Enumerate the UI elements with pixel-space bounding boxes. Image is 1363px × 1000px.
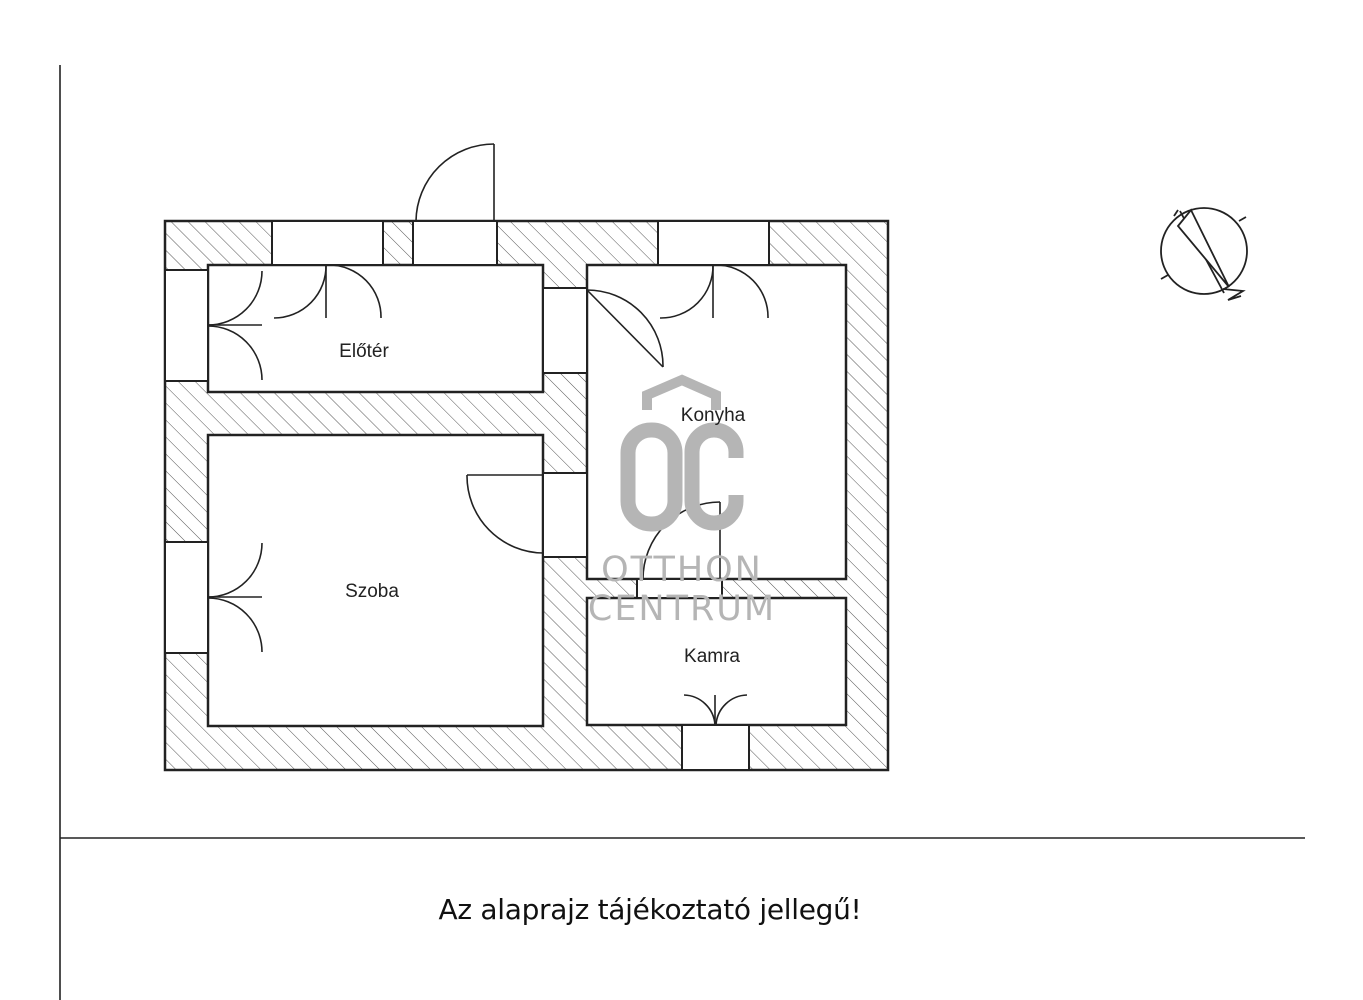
window-eloter-top: [271, 220, 384, 266]
room-label-kamra: Kamra: [684, 646, 740, 667]
door-swings: [207, 143, 769, 726]
house-roof-icon: [642, 374, 721, 410]
door-kamra-bottom-gap: [681, 724, 750, 771]
door-entrance-gap: [412, 220, 498, 266]
watermark-line1: OTTHON: [601, 550, 763, 590]
door-szoba-konyha-gap: [542, 472, 588, 558]
room-label-szoba: Szoba: [345, 581, 399, 602]
north-arrow-icon: [1160, 207, 1248, 301]
window-eloter-left: [164, 269, 209, 382]
watermark-logo: OTTHON CENTRUM: [588, 374, 776, 629]
door-eloter-konyha-gap: [542, 287, 588, 374]
room-label-eloter: Előtér: [339, 341, 389, 362]
watermark-o-shape: [620, 422, 683, 532]
door-konyha-kamra-gap: [636, 578, 723, 599]
watermark-line2: CENTRUM: [588, 589, 776, 629]
room-label-konyha: Konyha: [681, 405, 746, 426]
walls: [163, 219, 890, 772]
disclaimer-note: Az alaprajz tájékoztató jellegű!: [438, 893, 862, 926]
window-konyha-top: [657, 220, 770, 266]
window-szoba-left: [164, 541, 209, 654]
watermark-c-shape: [684, 422, 744, 531]
